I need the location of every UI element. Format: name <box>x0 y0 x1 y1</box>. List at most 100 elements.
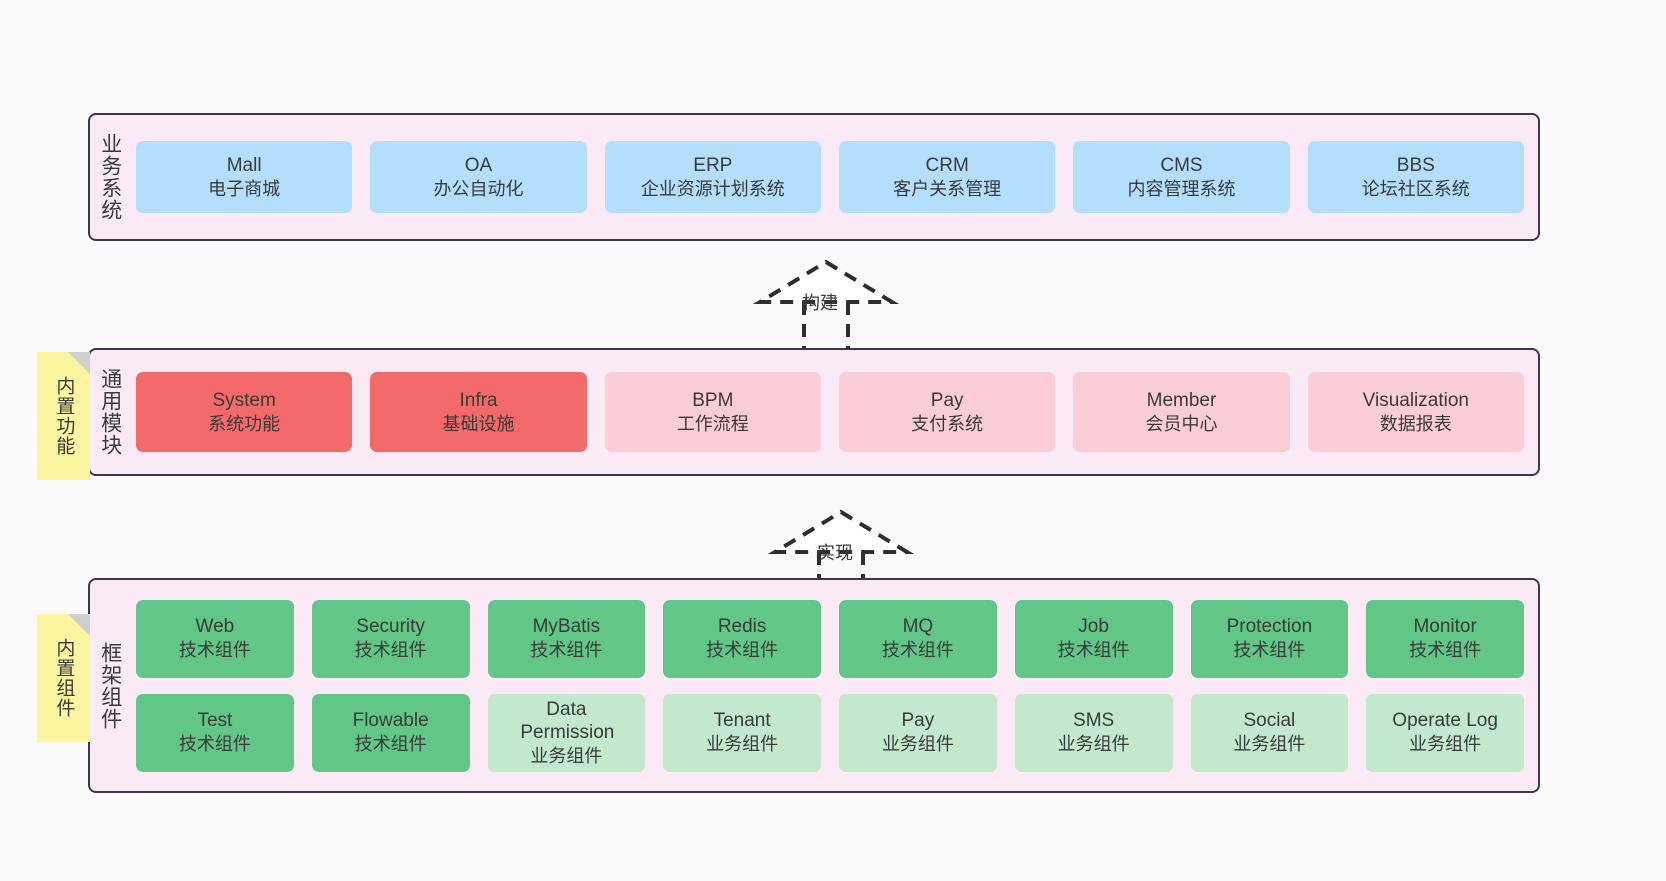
layer-business-system-title: 业务系统 <box>98 133 122 221</box>
card-oa[interactable]: OA 办公自动化 <box>370 141 587 213</box>
card-job[interactable]: Job 技术组件 <box>1014 599 1173 678</box>
card-mall-cn: 电子商城 <box>208 178 281 199</box>
card-bpm-cn: 工作流程 <box>676 413 749 434</box>
card-tenant[interactable]: Tenant 业务组件 <box>663 693 821 772</box>
card-protection[interactable]: Protection 技术组件 <box>1190 599 1349 678</box>
card-member[interactable]: Member 会员中心 <box>1073 372 1290 452</box>
card-pay-module-cn: 支付系统 <box>911 413 984 434</box>
layer-framework-component-body: Web 技术组件 Security 技术组件 MyBatis 技术组件 Redi… <box>130 580 1538 791</box>
card-member-cn: 会员中心 <box>1145 413 1218 434</box>
card-flowable-en: Flowable <box>352 710 429 732</box>
note-builtin-component: 内置组件 <box>37 614 90 742</box>
connector-implement-label: 实现 <box>817 543 853 563</box>
card-test-cn: 技术组件 <box>178 734 251 755</box>
card-mall-en: Mall <box>226 154 262 176</box>
card-pay-module[interactable]: Pay 支付系统 <box>838 372 1056 452</box>
card-oa-cn: 办公自动化 <box>433 178 524 199</box>
card-test-en: Test <box>197 710 233 732</box>
card-redis-en: Redis <box>717 616 767 638</box>
card-security[interactable]: Security 技术组件 <box>311 599 470 678</box>
card-monitor-cn: 技术组件 <box>1409 640 1482 661</box>
card-sms[interactable]: SMS 业务组件 <box>1014 693 1173 772</box>
layer-common-module-row: System 系统功能 Infra 基础设施 BPM 工作流程 Pay 支付系统… <box>136 372 1524 452</box>
card-mq-en: MQ <box>902 616 934 638</box>
layer-business-system-row: Mall 电子商城 OA 办公自动化 ERP 企业资源计划系统 CRM 客户关系… <box>136 141 1524 213</box>
card-bbs-cn: 论坛社区系统 <box>1361 178 1470 199</box>
card-job-en: Job <box>1078 616 1109 638</box>
layer-business-system-body: Mall 电子商城 OA 办公自动化 ERP 企业资源计划系统 CRM 客户关系… <box>130 115 1538 239</box>
layer-framework-component: 框架组件 Web 技术组件 Security 技术组件 MyBatis 技术组件… <box>88 578 1540 793</box>
card-security-cn: 技术组件 <box>354 640 427 661</box>
card-data-permission-cn: 业务组件 <box>530 746 603 766</box>
card-cms-en: CMS <box>1160 154 1203 176</box>
card-web-en: Web <box>195 616 235 638</box>
card-data-permission-en: Data Permission <box>520 698 615 744</box>
card-sms-en: SMS <box>1073 710 1115 732</box>
card-sms-cn: 业务组件 <box>1057 734 1130 755</box>
card-erp[interactable]: ERP 企业资源计划系统 <box>604 141 821 213</box>
card-monitor[interactable]: Monitor 技术组件 <box>1366 599 1524 678</box>
layer-framework-component-title: 框架组件 <box>98 641 122 730</box>
card-security-en: Security <box>356 616 425 638</box>
card-social-cn: 业务组件 <box>1233 734 1306 755</box>
card-visualization-cn: 数据报表 <box>1379 413 1452 434</box>
card-mybatis[interactable]: MyBatis 技术组件 <box>487 599 646 678</box>
note-builtin-function-label: 内置功能 <box>53 376 75 456</box>
card-cms-cn: 内容管理系统 <box>1127 178 1236 199</box>
card-erp-en: ERP <box>693 154 733 176</box>
card-job-cn: 技术组件 <box>1057 640 1130 661</box>
connector-implement-shape <box>767 509 915 578</box>
card-redis-cn: 技术组件 <box>706 640 779 661</box>
card-tenant-cn: 业务组件 <box>706 734 779 755</box>
card-data-permission[interactable]: Data Permission 业务组件 <box>487 693 646 772</box>
card-mq-cn: 技术组件 <box>881 640 954 661</box>
note-builtin-function: 内置功能 <box>37 352 90 480</box>
card-web-cn: 技术组件 <box>178 640 251 661</box>
card-web[interactable]: Web 技术组件 <box>136 599 294 678</box>
card-member-en: Member <box>1146 389 1217 411</box>
card-bpm-en: BPM <box>692 389 734 411</box>
card-crm[interactable]: CRM 客户关系管理 <box>838 141 1056 213</box>
card-visualization[interactable]: Visualization 数据报表 <box>1307 372 1524 452</box>
card-protection-en: Protection <box>1226 616 1313 638</box>
card-system[interactable]: System 系统功能 <box>136 372 353 452</box>
card-redis[interactable]: Redis 技术组件 <box>663 599 821 678</box>
card-erp-cn: 企业资源计划系统 <box>640 178 785 199</box>
layer-common-module-body: System 系统功能 Infra 基础设施 BPM 工作流程 Pay 支付系统… <box>130 350 1538 474</box>
card-pay-component[interactable]: Pay 业务组件 <box>839 693 997 772</box>
card-pay-component-cn: 业务组件 <box>881 734 954 755</box>
card-operate-log-en: Operate Log <box>1392 710 1498 732</box>
card-oa-en: OA <box>464 154 493 176</box>
note-fold-corner-icon <box>68 352 90 374</box>
connector-build-shape <box>752 259 900 350</box>
card-pay-module-en: Pay <box>930 389 964 411</box>
card-flowable[interactable]: Flowable 技术组件 <box>311 693 470 772</box>
card-operate-log-cn: 业务组件 <box>1409 734 1482 755</box>
connector-build: 构建 <box>740 255 920 350</box>
card-infra[interactable]: Infra 基础设施 <box>370 372 587 452</box>
card-visualization-en: Visualization <box>1362 389 1469 411</box>
card-pay-component-en: Pay <box>901 710 935 732</box>
card-crm-en: CRM <box>925 154 969 176</box>
card-bbs[interactable]: BBS 论坛社区系统 <box>1307 141 1524 213</box>
card-protection-cn: 技术组件 <box>1233 640 1306 661</box>
framework-tech-row: Web 技术组件 Security 技术组件 MyBatis 技术组件 Redi… <box>136 599 1524 678</box>
card-test[interactable]: Test 技术组件 <box>136 693 294 772</box>
card-mybatis-cn: 技术组件 <box>530 640 603 661</box>
layer-common-module: 通用模块 System 系统功能 Infra 基础设施 BPM 工作流程 Pay… <box>88 348 1540 476</box>
connector-implement: 实现 <box>755 490 935 578</box>
card-mall[interactable]: Mall 电子商城 <box>136 141 353 213</box>
card-bpm[interactable]: BPM 工作流程 <box>604 372 821 452</box>
card-tenant-en: Tenant <box>713 710 771 732</box>
card-monitor-en: Monitor <box>1413 616 1477 638</box>
card-social-en: Social <box>1243 710 1296 732</box>
card-cms[interactable]: CMS 内容管理系统 <box>1073 141 1290 213</box>
card-bbs-en: BBS <box>1396 154 1435 176</box>
card-social[interactable]: Social 业务组件 <box>1190 693 1349 772</box>
card-infra-en: Infra <box>459 389 498 411</box>
card-system-en: System <box>212 389 276 411</box>
card-mq[interactable]: MQ 技术组件 <box>839 599 997 678</box>
card-operate-log[interactable]: Operate Log 业务组件 <box>1366 693 1524 772</box>
note-builtin-component-label: 内置组件 <box>53 638 75 718</box>
